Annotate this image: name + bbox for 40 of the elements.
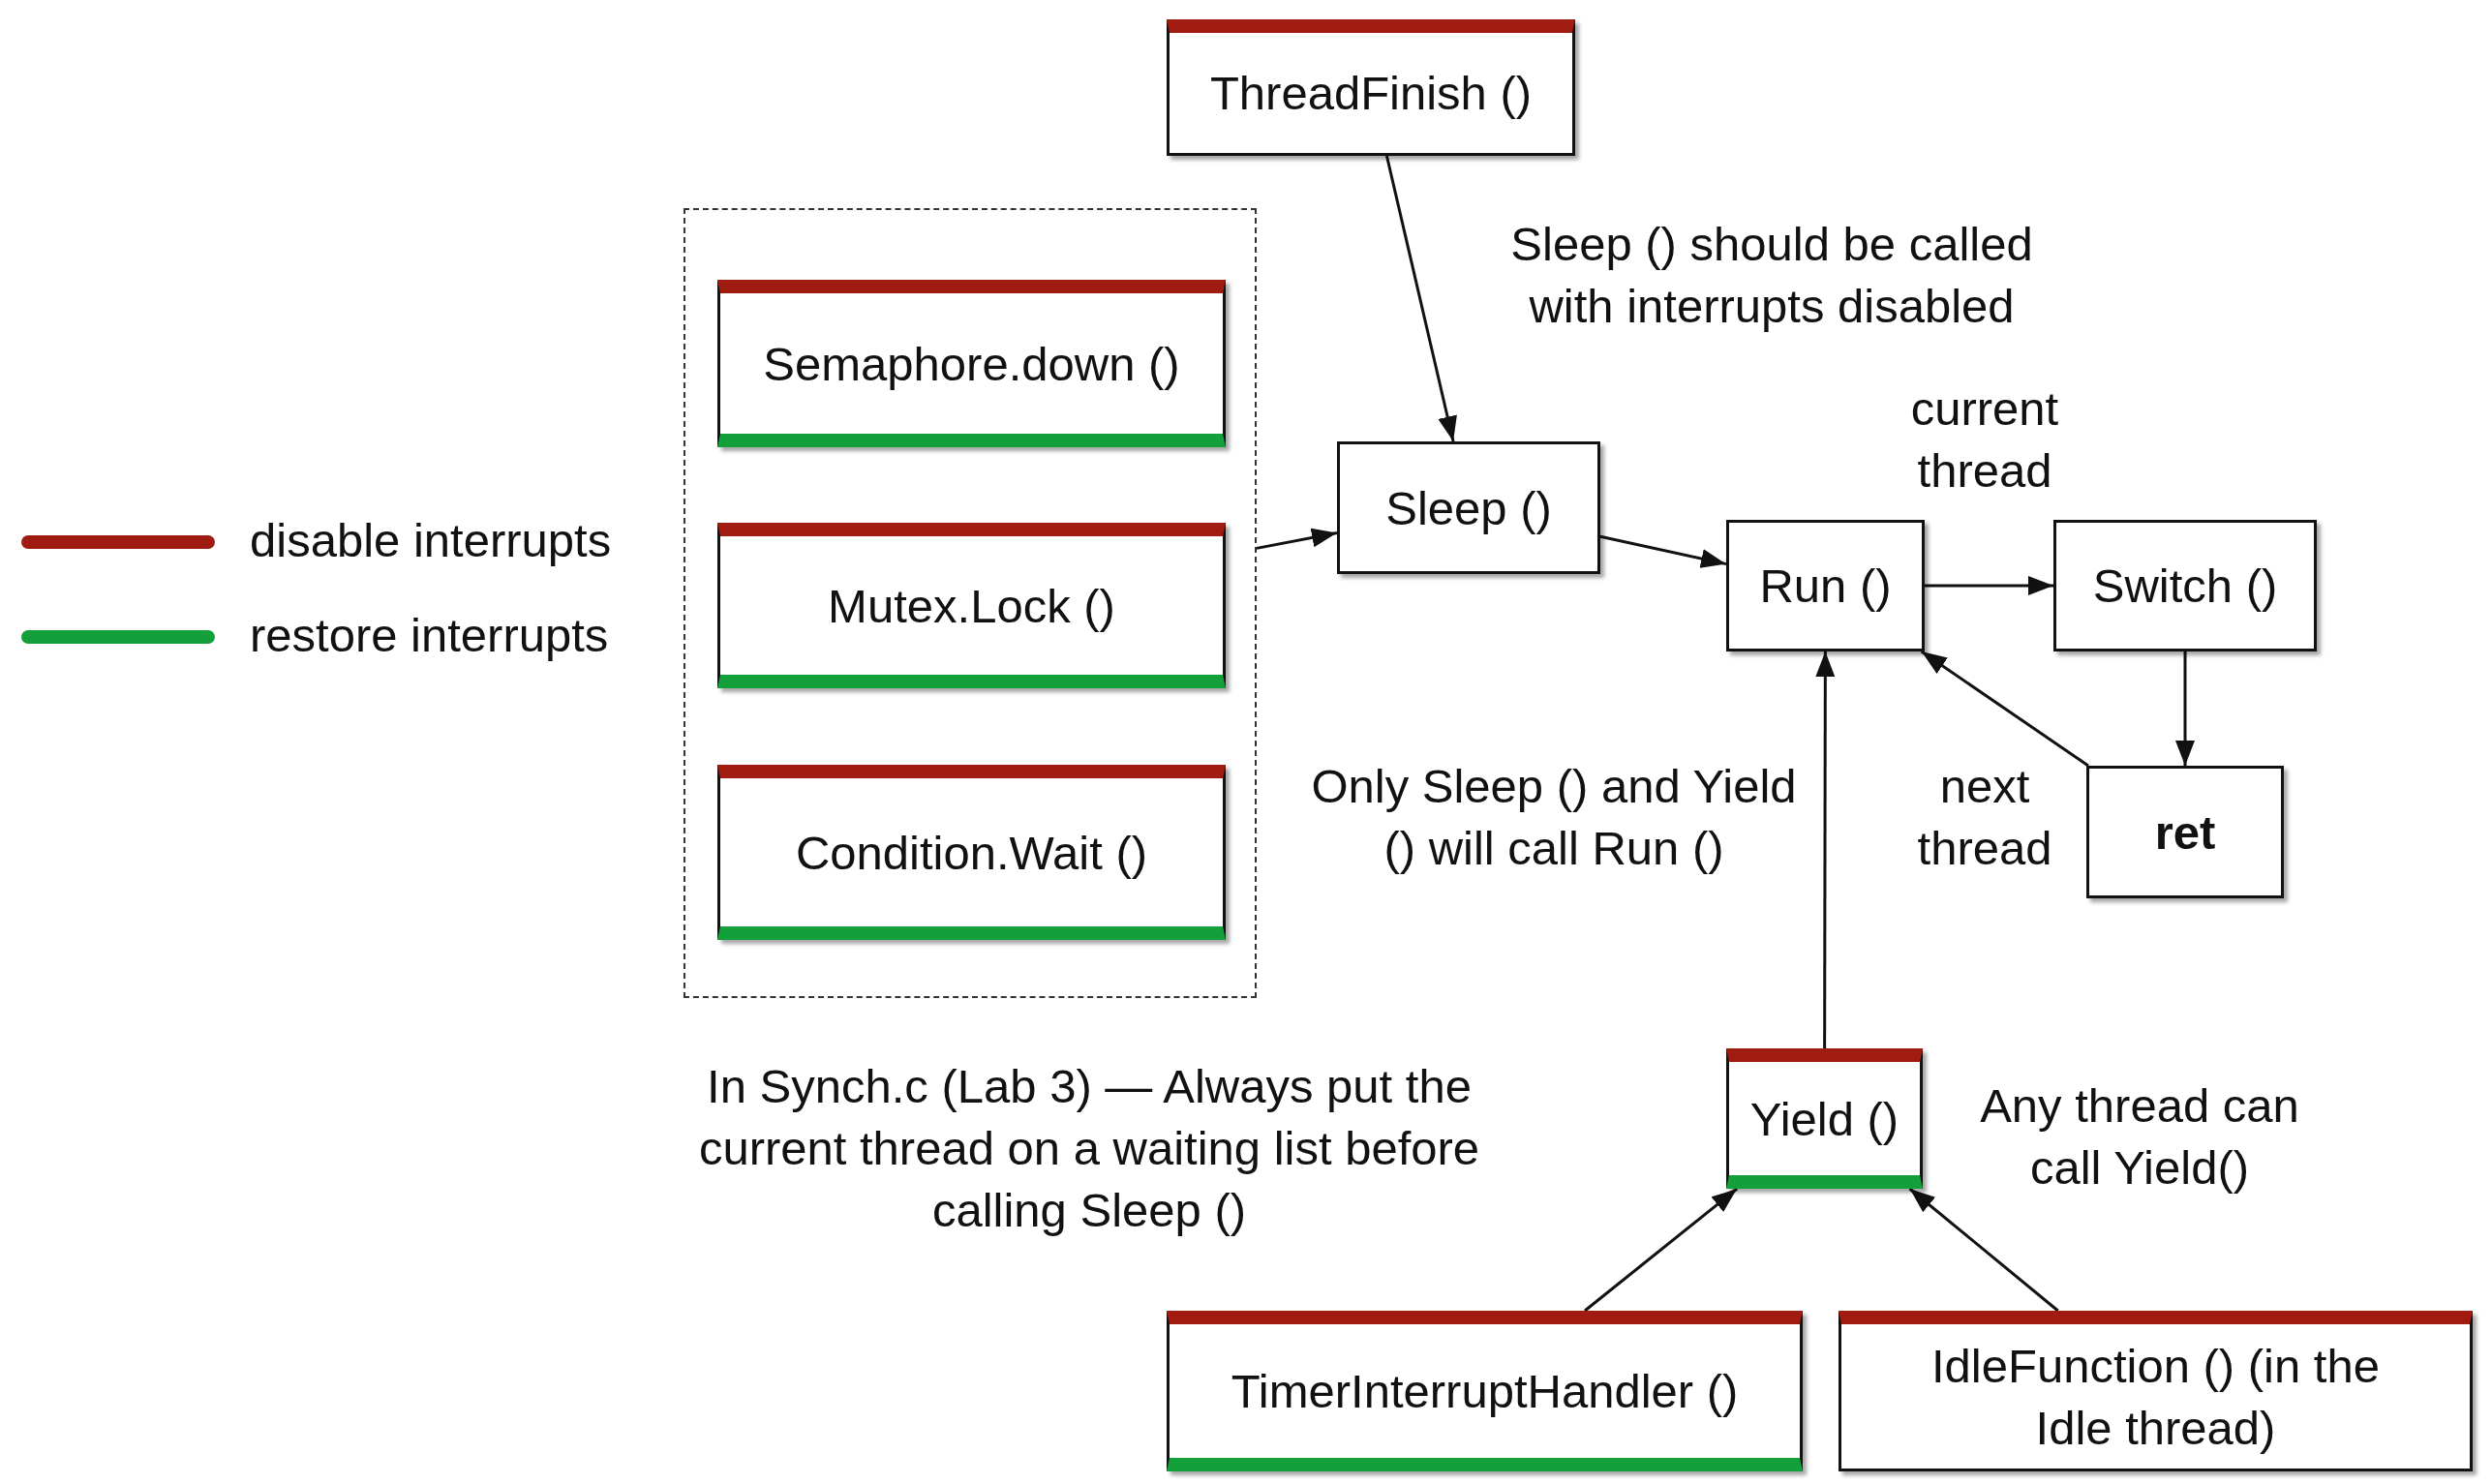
- dashed-group-box: [684, 208, 1257, 998]
- arrow: [1384, 155, 1457, 442]
- note-text: current thread: [1909, 381, 2060, 499]
- arrow: [1908, 1187, 2059, 1313]
- node-label: TimerInterruptHandler (): [1230, 1364, 1740, 1419]
- node-label: Sleep (): [1384, 480, 1553, 536]
- legend-label: disable interrupts: [250, 513, 612, 568]
- arrow: [1815, 651, 1836, 1048]
- node-label: Run (): [1758, 559, 1893, 614]
- arrow: [1256, 528, 1338, 550]
- node-label: ret: [2153, 804, 2217, 861]
- process-box: [717, 280, 1226, 447]
- node-label: Condition.Wait (): [794, 825, 1149, 881]
- process-box: [1167, 19, 1575, 156]
- note-text: next thread: [1916, 759, 2053, 876]
- process-box: [2053, 520, 2317, 651]
- node-label: Mutex.Lock (): [827, 578, 1116, 634]
- node-label: Semaphore.down (): [762, 336, 1181, 392]
- process-box: [717, 523, 1226, 688]
- process-box: [1726, 520, 1925, 651]
- node-label: Yield (): [1748, 1091, 1900, 1147]
- process-box: [717, 765, 1226, 940]
- note-text: Sleep () should be called with interrupts disabled: [1509, 217, 2034, 334]
- note-text: In Synch.c (Lab 3) — Always put the current thread on a waiting list before calling Sleep (): [697, 1059, 1481, 1238]
- legend-label: restore interrupts: [250, 608, 609, 663]
- node-label: ThreadFinish (): [1208, 66, 1534, 121]
- process-box: [1726, 1048, 1923, 1189]
- process-box: [1337, 441, 1600, 574]
- note-text: Only Sleep () and Yield () will call Run (): [1310, 759, 1798, 876]
- node-label: IdleFunction () (in the Idle thread): [1930, 1338, 2381, 1456]
- node-label: Switch (): [2091, 559, 2279, 614]
- arrow: [1599, 534, 1727, 568]
- arrow: [1584, 1187, 1739, 1313]
- arrow: [1925, 576, 2053, 595]
- arrow: [1920, 650, 2089, 768]
- process-box: [2086, 766, 2284, 898]
- note-text: Any thread can call Yield(): [1979, 1078, 2300, 1196]
- process-box: [1839, 1311, 2473, 1471]
- process-box: [1167, 1311, 1803, 1471]
- arrow: [2175, 651, 2195, 766]
